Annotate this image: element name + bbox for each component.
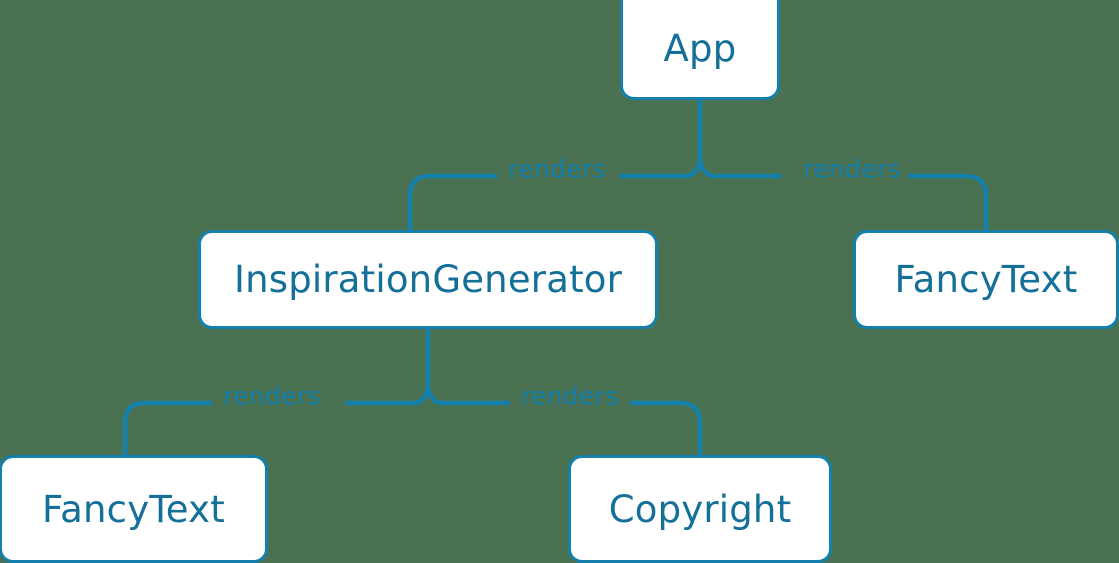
node-app[interactable]: App xyxy=(620,0,780,100)
node-copyright[interactable]: Copyright xyxy=(568,455,832,563)
edge-label-ig-to-copyright: renders xyxy=(521,381,619,411)
edge-label-ig-to-fancytext: renders xyxy=(223,381,321,411)
edge-label-app-to-inspiration-generator: renders xyxy=(508,154,606,184)
node-copyright-label: Copyright xyxy=(608,487,792,531)
edge-label-app-to-fancytext-right: renders xyxy=(803,154,901,184)
edge-app-to-fancytext-right xyxy=(908,173,989,230)
node-fancytext-right[interactable]: FancyText xyxy=(853,230,1119,329)
edge-ig-to-fancytext xyxy=(122,400,212,455)
edge-app-split-left xyxy=(620,159,703,179)
node-inspiration-generator[interactable]: InspirationGenerator xyxy=(198,230,658,329)
edge-app-split-right xyxy=(697,159,782,179)
node-fancytext-right-label: FancyText xyxy=(894,258,1078,301)
edge-app-to-inspiration-generator xyxy=(407,173,497,230)
edge-ig-split-right xyxy=(425,386,510,406)
node-fancytext-bottom-left[interactable]: FancyText xyxy=(0,455,268,563)
edge-ig-split-left xyxy=(345,386,431,406)
edge-ig-to-copyright xyxy=(630,400,703,455)
node-inspiration-generator-label: InspirationGenerator xyxy=(233,258,623,301)
node-fancytext-bottom-left-label: FancyText xyxy=(42,487,225,531)
node-app-label: App xyxy=(663,27,737,70)
